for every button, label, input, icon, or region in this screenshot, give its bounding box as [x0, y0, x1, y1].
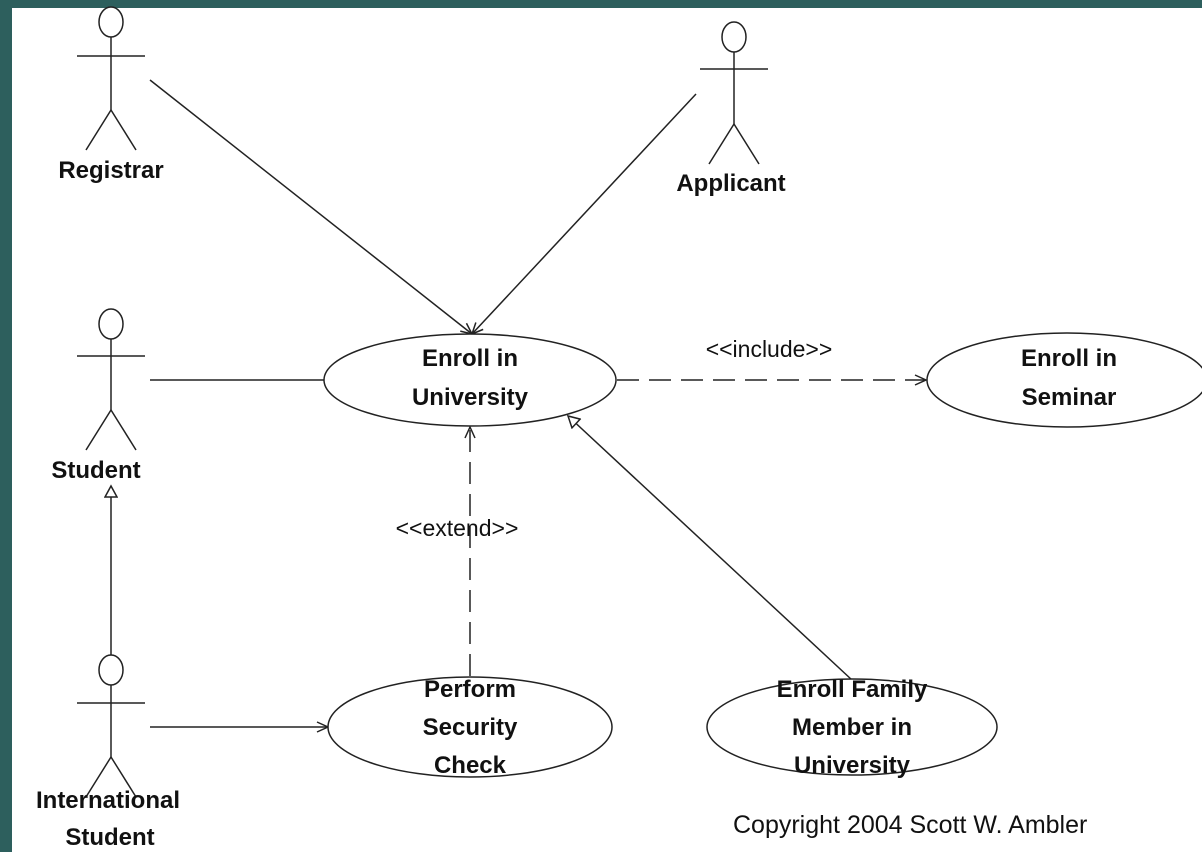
- slide-frame-top: [0, 0, 1202, 8]
- applicant-actor: [700, 21, 768, 165]
- use-case-label-enroll-family-3: University: [794, 752, 911, 779]
- use-case-security-check: [327, 676, 613, 778]
- use-case-label-enroll-family-1: Enroll Family: [777, 676, 928, 703]
- use-case-enroll-university: [323, 333, 617, 427]
- actor-label-registrar: Registrar: [58, 157, 163, 184]
- applicant-association: [470, 93, 697, 336]
- slide-frame-left: [0, 0, 12, 852]
- student-actor: [77, 308, 145, 451]
- use-case-label-security-check-2: Security: [423, 714, 518, 741]
- use-case-label-enroll-family-2: Member in: [792, 714, 912, 741]
- actor-label-applicant: Applicant: [676, 170, 785, 197]
- extend-stereotype-label: <<extend>>: [396, 515, 519, 541]
- international-student-actor: [77, 654, 145, 798]
- use-case-label-enroll-university-1: Enroll in: [422, 345, 518, 372]
- registrar-association: [149, 79, 474, 336]
- actor-label-student: Student: [51, 457, 140, 484]
- actor-label-international: International: [36, 787, 180, 814]
- registrar-actor: [77, 6, 145, 151]
- use-case-enroll-seminar: [926, 332, 1202, 428]
- use-case-label-security-check-3: Check: [434, 752, 507, 779]
- use-case-label-enroll-university-2: University: [412, 384, 529, 411]
- use-case-label-enroll-seminar-1: Enroll in: [1021, 345, 1117, 372]
- use-case-label-enroll-seminar-2: Seminar: [1022, 384, 1117, 411]
- copyright-notice: Copyright 2004 Scott W. Ambler: [733, 811, 1088, 839]
- family-generalization: [568, 416, 853, 681]
- use-case-enroll-family: [706, 678, 998, 776]
- actor-label-student-second-line: Student: [65, 824, 154, 851]
- include-stereotype-label: <<include>>: [706, 336, 833, 362]
- use-case-label-security-check-1: Perform: [424, 676, 516, 703]
